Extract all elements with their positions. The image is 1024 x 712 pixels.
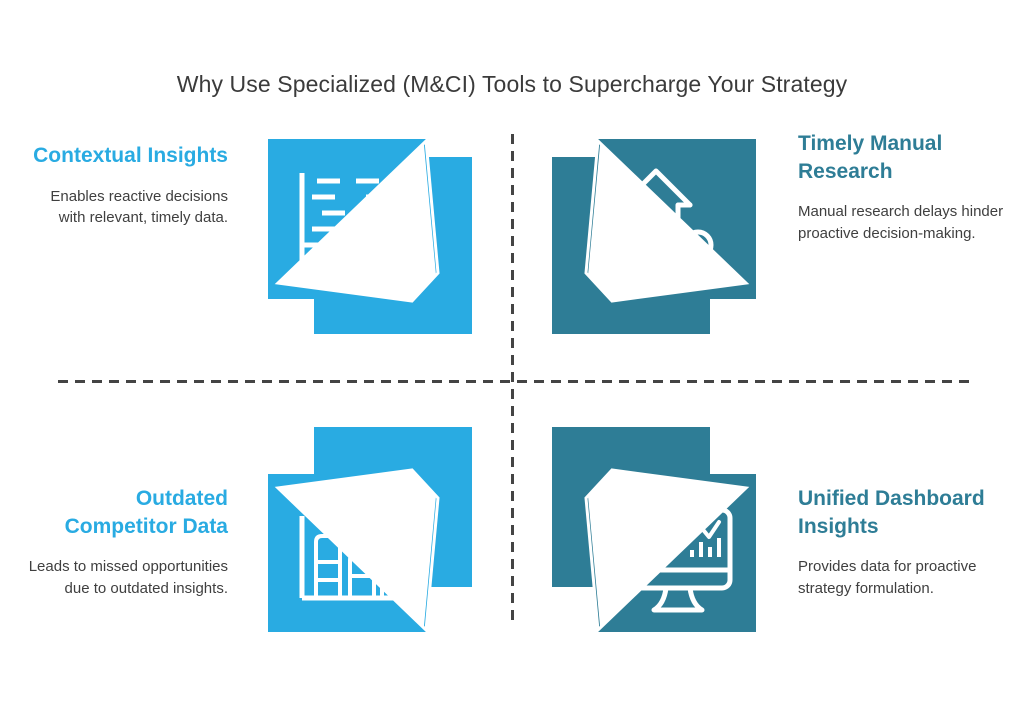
mini-bars-glyph — [690, 538, 721, 557]
pie-chart-glyph — [636, 520, 678, 562]
line-chart-glyph — [689, 520, 721, 539]
quadrant-text-top-right: Timely Manual Research Manual research d… — [798, 130, 1006, 244]
horizontal-dashed-divider — [58, 380, 970, 383]
quadrant-body-bottom-left: Leads to missed opportunities due to out… — [28, 558, 228, 597]
scatter-plot-document-icon — [268, 139, 472, 347]
quadrant-text-bottom-left: Outdated Competitor Data Leads to missed… — [22, 485, 228, 599]
bar-chart-document-icon — [268, 424, 472, 632]
monitor-frame — [623, 507, 733, 613]
quadrant-body-top-left: Enables reactive decisions with relevant… — [50, 187, 228, 227]
quadrant-text-bottom-right: Unified Dashboard Insights Provides data… — [798, 485, 1006, 599]
people-growth-arrow-icon — [552, 139, 756, 347]
quadrant-body-top-right: Manual research delays hinder proactive … — [798, 203, 1004, 242]
quadrant-heading-bottom-right: Unified Dashboard Insights — [798, 487, 985, 538]
page-title: Why Use Specialized (M&CI) Tools to Supe… — [176, 71, 848, 98]
vertical-dashed-divider — [511, 134, 514, 626]
quadrant-body-bottom-right: Provides data for proactive strategy for… — [798, 558, 977, 597]
quadrant-heading-top-right: Timely Manual Research — [798, 132, 943, 183]
quadrant-heading-top-left: Contextual Insights — [33, 144, 228, 167]
dashboard-monitor-icon — [552, 424, 756, 632]
scatter-dashes — [304, 178, 392, 261]
quadrant-heading-bottom-left: Outdated Competitor Data — [64, 487, 228, 538]
quadrant-text-top-left: Contextual Insights Enables reactive dec… — [22, 142, 228, 228]
people-glyph — [591, 210, 721, 278]
